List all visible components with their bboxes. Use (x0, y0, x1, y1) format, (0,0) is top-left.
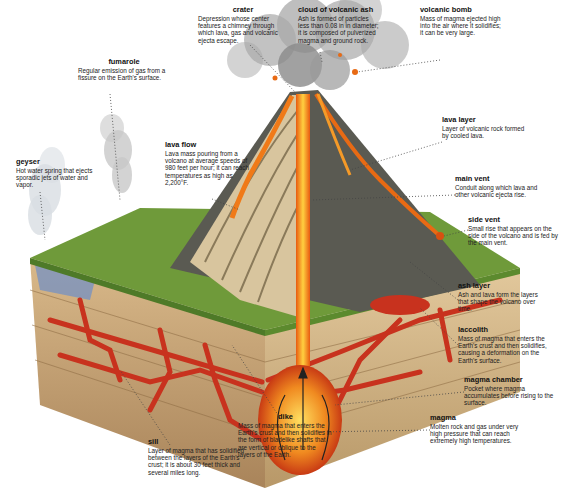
callout-text: Mass of magma that enters the Earth's cr… (238, 422, 333, 458)
callout-title: crater (198, 6, 288, 14)
callout-title: main vent (455, 175, 545, 183)
lava-flow (316, 94, 440, 236)
ash-layers (205, 110, 301, 302)
callout-title: sill (148, 438, 248, 446)
callout-text: Layer of magma that has solidified betwe… (148, 447, 248, 476)
callout-title: side vent (468, 216, 564, 224)
callout-text: Lava mass pouring from a volcano at aver… (165, 150, 257, 186)
callout-title: lava flow (165, 141, 257, 149)
callout-text: Layer of volcanic rock formed by cooled … (442, 125, 527, 139)
callout-text: Ash and lava form the layers that shape … (458, 291, 546, 313)
callout-text: Ash is formed of particles less than 0.0… (298, 15, 380, 44)
callout-text: Hot water spring that ejects sporadic je… (16, 167, 101, 189)
callout-text: Mass of magma ejected high into the air … (420, 15, 505, 37)
lava-flow (232, 96, 292, 218)
callout-title: geyser (16, 158, 101, 166)
lava-flow (318, 94, 350, 175)
callout-title: lava layer (442, 116, 527, 124)
callout-title: laccolith (458, 326, 554, 334)
volcanic-bombs (273, 53, 359, 81)
callout-text: Conduit along which lava and other volca… (455, 184, 545, 198)
side-vent (436, 232, 444, 240)
callout-title: fumarole (78, 58, 170, 66)
callout-title: volcanic bomb (420, 6, 505, 14)
callout-title: magma chamber (464, 376, 560, 384)
callout-text: Regular emission of gas from a fissure o… (78, 67, 170, 81)
callout-title: magma (430, 414, 528, 422)
magma-chamber (258, 365, 342, 475)
callout-text: Small rise that appears on the side of t… (468, 225, 564, 247)
laccolith (370, 295, 430, 315)
callout-text: Depression whose center features a chimn… (198, 15, 288, 44)
callout-title: ash layer (458, 282, 546, 290)
callout-text: Molten rock and gas under very high pres… (430, 423, 528, 445)
callout-title: cloud of volcanic ash (298, 6, 383, 14)
callout-text: Mass of magma that enters the Earth's cr… (458, 335, 554, 364)
cone-cut-layers (190, 95, 302, 318)
callout-title: dike (238, 413, 333, 421)
ash-cloud (227, 0, 409, 90)
main-vent (296, 94, 310, 394)
leader-lines (40, 45, 468, 445)
callout-text: Pocket where magma accumulates before ri… (464, 385, 560, 407)
